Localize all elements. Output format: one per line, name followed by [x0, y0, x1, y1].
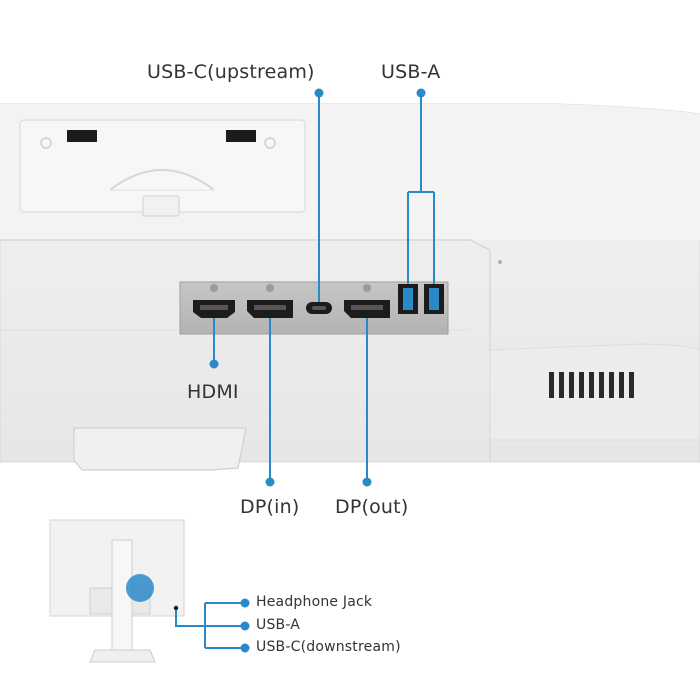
usb-c-upstream-label: USB-C(upstream) [147, 61, 315, 83]
usb-c-port-icon [306, 302, 332, 314]
displayport-icon [247, 300, 293, 318]
vesa-slot [67, 130, 97, 142]
headphone-jack-label: Headphone Jack [256, 594, 373, 610]
port-panel [179, 281, 449, 335]
usb-a-port-icon [424, 284, 444, 314]
dp-in-label: DP(in) [240, 496, 300, 518]
usb-c-downstream-label: USB-C(downstream) [256, 639, 401, 655]
stand-base [73, 427, 247, 471]
usb-a-port-icon [398, 284, 418, 314]
callout-lines [209, 88, 435, 487]
vent-grille [549, 372, 634, 398]
hdmi-label: HDMI [187, 381, 239, 403]
side-usb-a-label: USB-A [256, 617, 301, 633]
displayport-icon [344, 300, 390, 318]
vesa-slot [226, 130, 256, 142]
usb-a-label: USB-A [381, 61, 441, 83]
inset-monitor [49, 519, 185, 663]
highlight-spot [126, 574, 154, 602]
dp-out-label: DP(out) [335, 496, 409, 518]
hdmi-port-icon [193, 300, 235, 318]
side-callout-lines [175, 598, 250, 653]
